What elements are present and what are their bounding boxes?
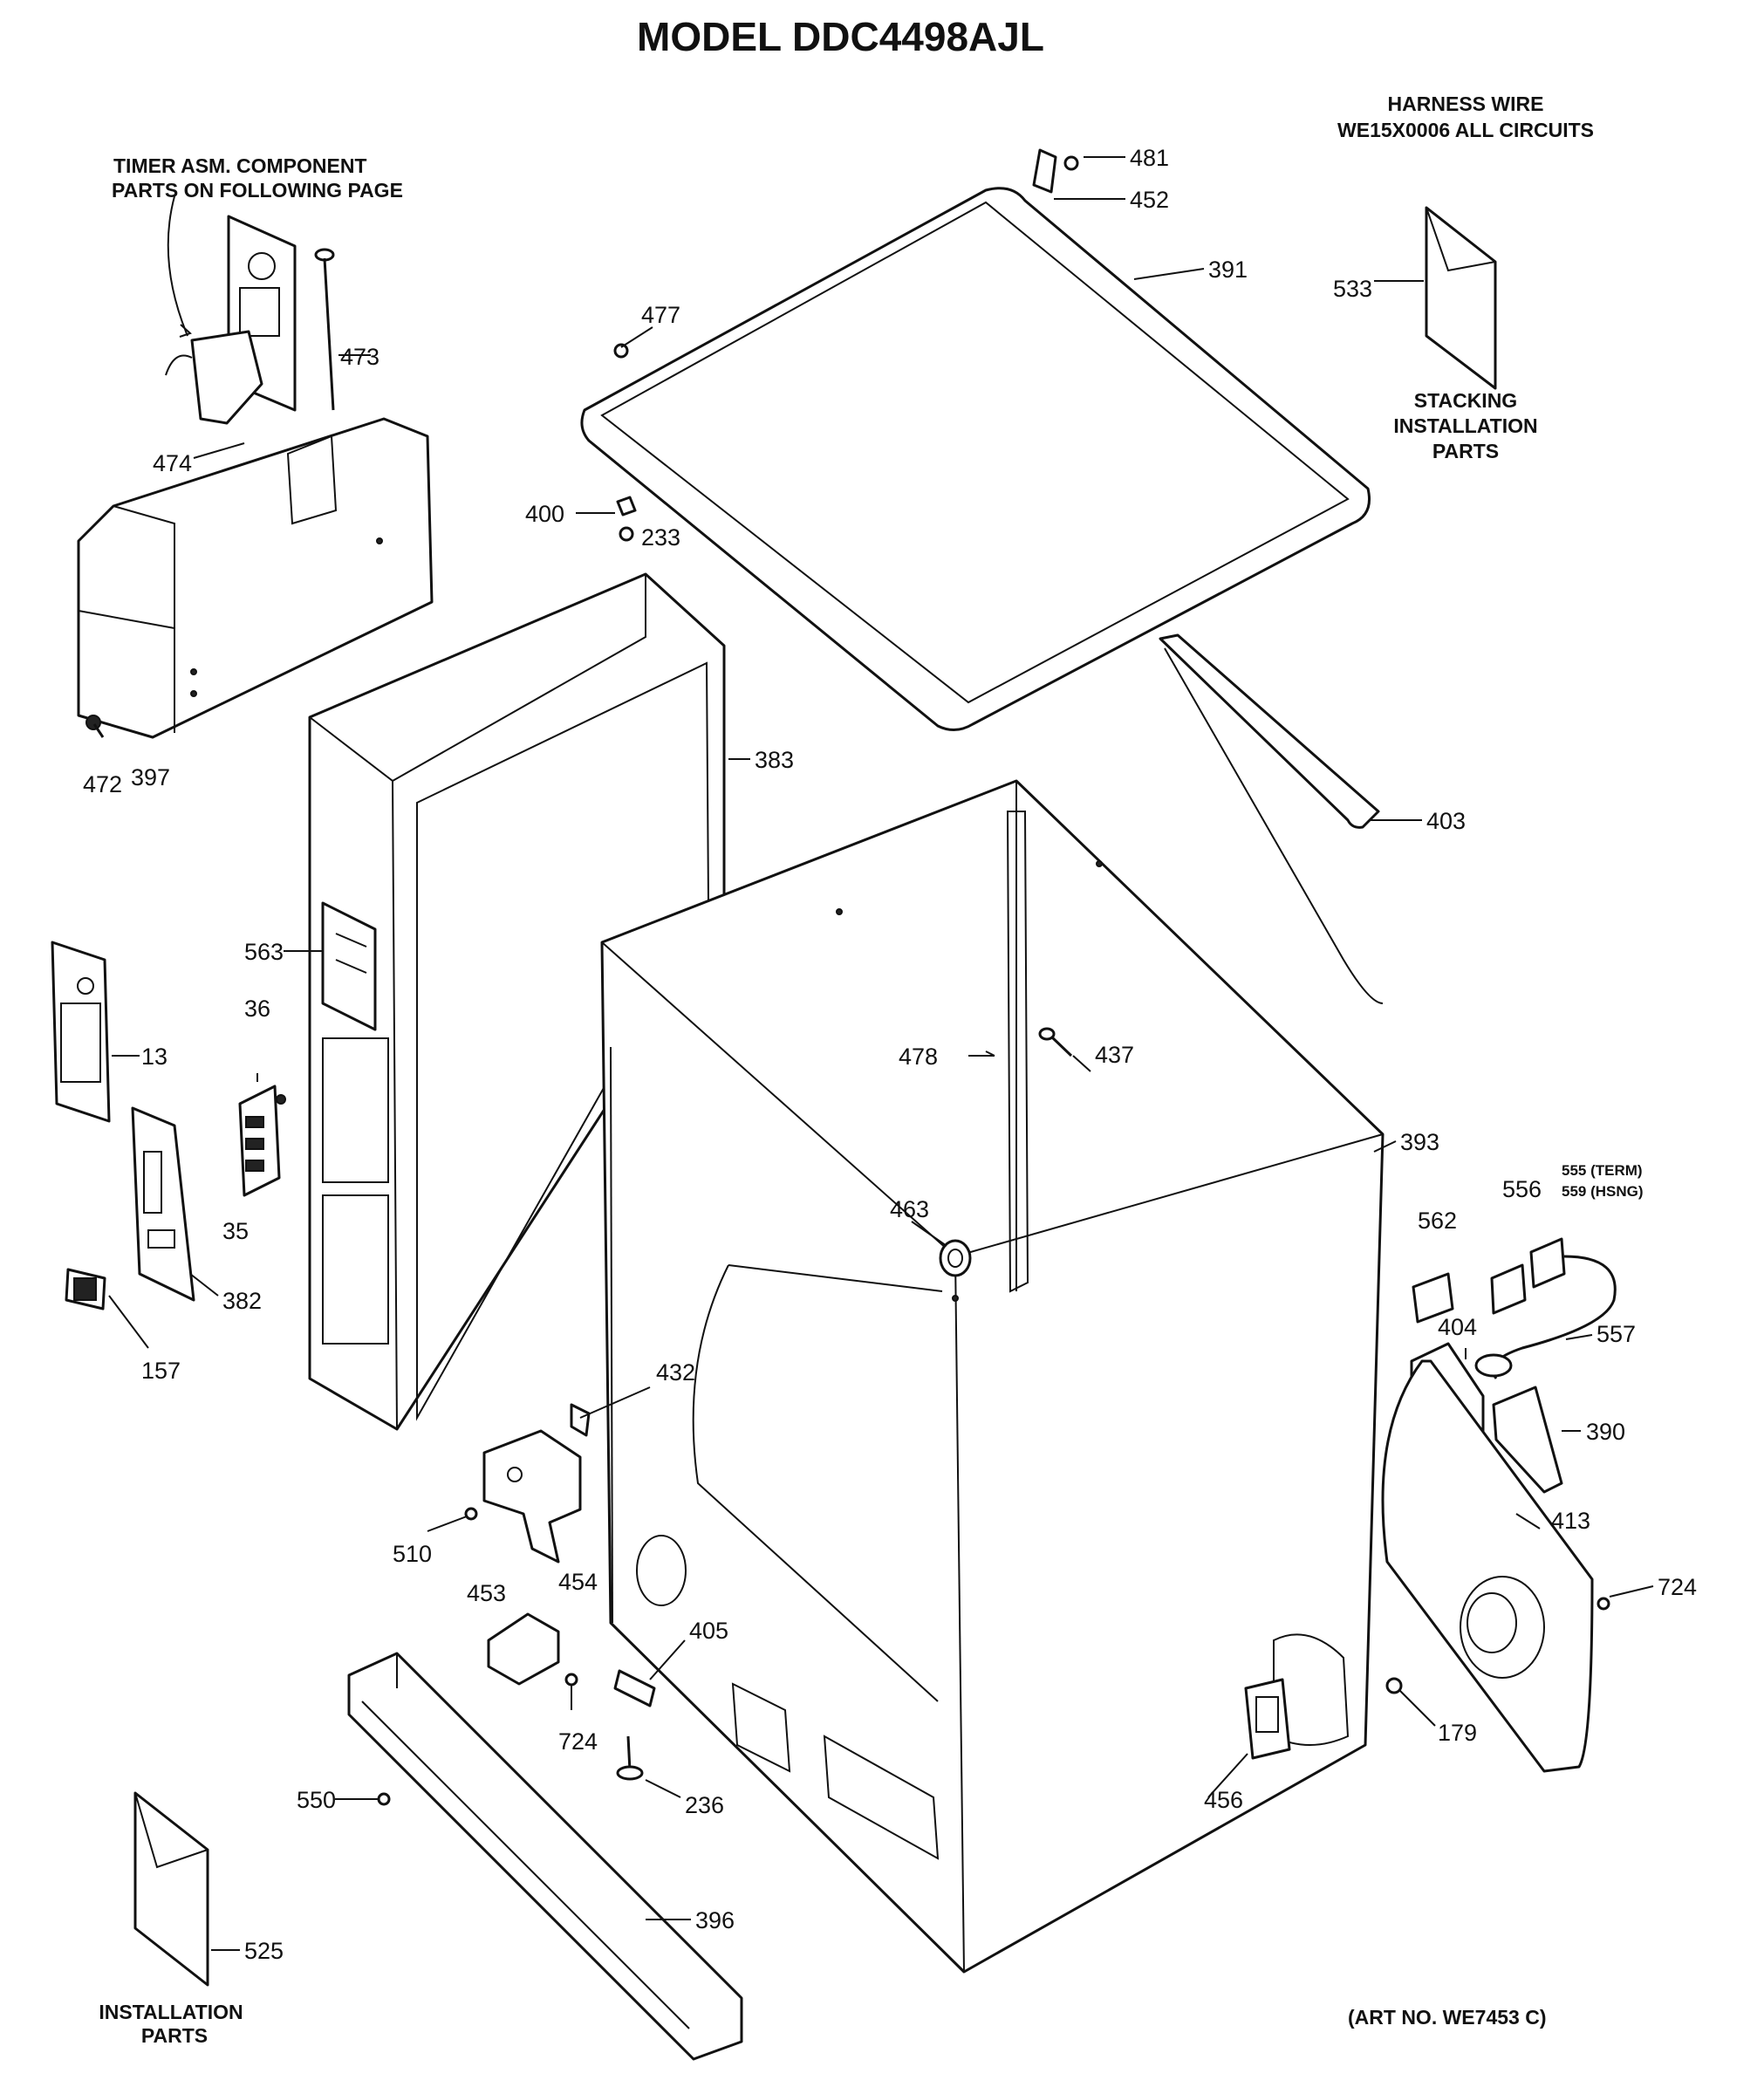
label-391: 391: [1208, 257, 1248, 283]
label-396: 396: [695, 1907, 735, 1933]
label-452: 452: [1130, 187, 1169, 213]
clip-405: [613, 1669, 656, 1707]
timer-assembly: [165, 195, 297, 425]
leader-lines: [108, 156, 1654, 1951]
stacking-note-line3: PARTS: [1432, 440, 1499, 462]
label-550: 550: [297, 1787, 336, 1813]
label-233: 233: [641, 524, 680, 551]
label-413: 413: [1551, 1508, 1590, 1534]
trim-strip: [1159, 633, 1380, 829]
bracket-452: [1032, 148, 1079, 194]
switch-block-35: [238, 1085, 286, 1197]
label-473: 473: [340, 344, 379, 370]
stacking-envelope: [1425, 206, 1497, 390]
label-477: 477: [641, 302, 680, 328]
label-533: 533: [1333, 276, 1372, 302]
label-556: 556: [1502, 1176, 1542, 1202]
back-panel: [1381, 1359, 1610, 1773]
ring-463: [939, 1239, 972, 1277]
stacking-note-line2: INSTALLATION: [1393, 414, 1537, 437]
leveling-leg-236: [616, 1735, 644, 1781]
label-382: 382: [222, 1288, 262, 1314]
rod-473: [314, 248, 335, 411]
label-481: 481: [1130, 145, 1169, 171]
label-463: 463: [890, 1196, 929, 1222]
screw-550: [377, 1792, 391, 1806]
timer-note-line1: TIMER ASM. COMPONENT: [113, 154, 366, 177]
label-562: 562: [1418, 1208, 1457, 1234]
label-478: 478: [899, 1044, 938, 1070]
installation-note-line1: INSTALLATION: [99, 2001, 243, 2023]
harness-note-line1: HARNESS WIRE: [1388, 92, 1544, 115]
bracket-432: [570, 1403, 591, 1437]
hinge-454: [464, 1429, 582, 1564]
label-525: 525: [244, 1938, 284, 1964]
label-437: 437: [1095, 1042, 1134, 1068]
label-393: 393: [1400, 1129, 1439, 1155]
nameplate-13: [51, 941, 111, 1123]
label-383: 383: [755, 747, 794, 773]
label-390: 390: [1586, 1419, 1625, 1445]
label-555: 555 (TERM): [1562, 1162, 1643, 1179]
screw-472: [85, 715, 105, 738]
harness-note-line2: WE15X0006 ALL CIRCUITS: [1337, 119, 1594, 141]
screw-437: [1038, 1027, 1073, 1057]
label-563: 563: [244, 939, 284, 965]
label-432: 432: [656, 1359, 695, 1386]
label-559: 559 (HSNG): [1562, 1183, 1644, 1200]
label-236: 236: [685, 1792, 724, 1818]
bracket-plate-382: [131, 1106, 195, 1302]
toe-kick: [347, 1652, 743, 2061]
label-36: 36: [244, 996, 270, 1022]
control-panel-563: [321, 901, 377, 1031]
label-472: 472: [83, 771, 122, 797]
label-405: 405: [689, 1618, 728, 1644]
clip-400: [613, 343, 637, 542]
label-157: 157: [141, 1358, 181, 1384]
label-557: 557: [1596, 1321, 1636, 1347]
label-13: 13: [141, 1044, 168, 1070]
label-510: 510: [393, 1541, 432, 1567]
bracket-453: [487, 1612, 578, 1687]
label-397: 397: [131, 764, 170, 790]
top-cover: [580, 187, 1384, 1004]
timer-note-line2: PARTS ON FOLLOWING PAGE: [112, 179, 403, 202]
label-724a: 724: [558, 1728, 598, 1755]
label-404: 404: [1438, 1314, 1477, 1340]
label-400: 400: [525, 501, 564, 527]
label-474: 474: [153, 450, 192, 476]
label-724b: 724: [1658, 1574, 1697, 1600]
label-454: 454: [558, 1569, 598, 1595]
main-cabinet: [600, 779, 1385, 1974]
label-456: 456: [1204, 1787, 1243, 1813]
bracket-456: [1244, 1677, 1403, 1760]
installation-envelope: [133, 1791, 209, 1987]
label-403: 403: [1426, 808, 1466, 834]
art-number: (ART NO. WE7453 C): [1348, 2006, 1546, 2029]
installation-note-line2: PARTS: [141, 2024, 208, 2047]
label-453: 453: [467, 1580, 506, 1606]
label-179: 179: [1438, 1720, 1477, 1746]
label-35: 35: [222, 1218, 249, 1244]
page-title: MODEL DDC4498AJL: [637, 14, 1044, 59]
switch-157: [65, 1268, 106, 1310]
stacking-note-line1: STACKING: [1414, 389, 1517, 412]
duct-397: [77, 417, 434, 739]
